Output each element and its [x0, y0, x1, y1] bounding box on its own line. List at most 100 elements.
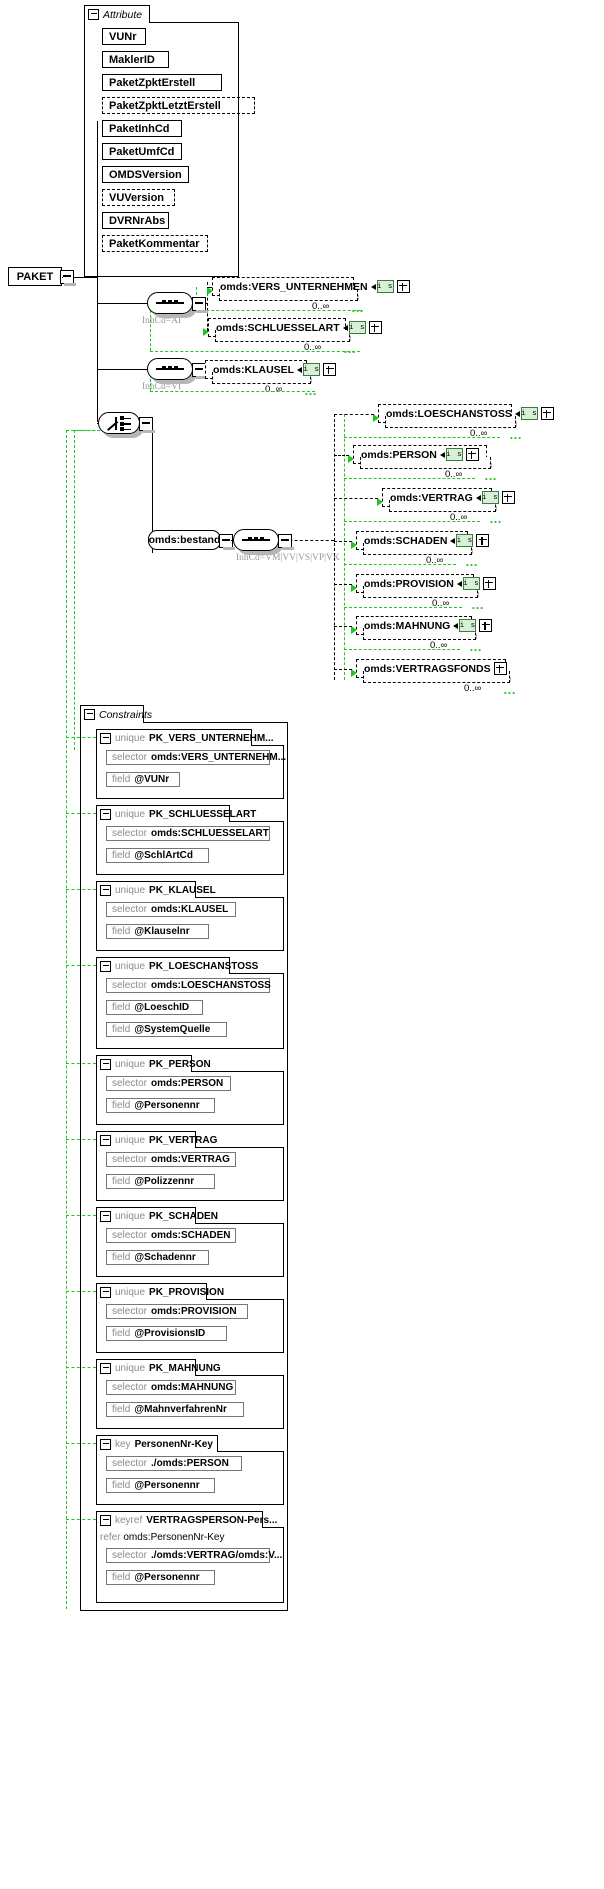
expand-plus-button[interactable]: [493, 662, 507, 675]
row-value: @Polizzennr: [134, 1176, 195, 1187]
is-badge: i s: [445, 448, 463, 461]
element-vertragsfonds[interactable]: omds:VERTRAGSFONDS: [356, 659, 511, 683]
row-label: field: [112, 1404, 131, 1415]
constraints-tab[interactable]: Constraints: [80, 705, 152, 723]
type-arrow-icon: [297, 366, 303, 373]
constraint-tab-7[interactable]: unique PK_PROVISION: [96, 1283, 224, 1300]
constraint-tab-6[interactable]: unique PK_SCHADEN: [96, 1207, 218, 1224]
refer-value: omds:PersonenNr-Key: [123, 1532, 225, 1543]
constraints-top-border: [144, 722, 288, 723]
constraint-block-7: [96, 1299, 284, 1353]
row-label: field: [112, 1572, 131, 1583]
expand-plus-button[interactable]: [501, 491, 515, 504]
element-person[interactable]: omds:PERSON i s: [353, 445, 492, 469]
expand-plus-button[interactable]: [465, 448, 479, 461]
expand-plus-button[interactable]: [323, 363, 337, 376]
green-marker-icon: [348, 455, 354, 463]
is-badge: i s: [462, 577, 480, 590]
connector: [207, 287, 213, 288]
occurrence-indicator: 0..∞: [304, 342, 322, 353]
row-label: field: [112, 1100, 131, 1111]
sequence-compositor-vi[interactable]: [147, 358, 208, 384]
connector: [97, 369, 147, 370]
attribute-label: PaketInhCd: [109, 122, 170, 135]
element-label: omds:PROVISION: [364, 577, 454, 590]
expand-plus-button[interactable]: [368, 321, 382, 334]
row-label: selector: [112, 1154, 148, 1165]
sequence-compositor-ai[interactable]: [147, 292, 208, 318]
element-mahnung[interactable]: omds:MAHNUNG i s: [356, 616, 493, 640]
collapse-minus-icon[interactable]: [100, 732, 111, 744]
row-value: omds:PROVISION: [151, 1306, 237, 1317]
choice-compositor[interactable]: [98, 412, 155, 438]
connector: [207, 282, 208, 332]
constraint-tab-9[interactable]: key PersonenNr-Key: [96, 1435, 219, 1452]
collapse-minus-icon[interactable]: [100, 1058, 111, 1070]
collapse-minus-icon[interactable]: [88, 9, 99, 20]
collapse-minus-icon[interactable]: [100, 1286, 111, 1298]
compositor-collapse-button[interactable]: [139, 417, 155, 433]
row-label: field: [112, 850, 131, 861]
type-arrow-icon: [475, 494, 481, 501]
green-dots: …: [489, 511, 503, 526]
expand-plus-button[interactable]: [476, 534, 490, 547]
constraint-tab-1[interactable]: unique PK_SCHLUESSELART: [96, 805, 256, 822]
root-element-paket[interactable]: PAKET: [8, 267, 65, 289]
row-value: omds:VERS_UNTERNEHM...: [151, 752, 287, 763]
constraint-tab-10[interactable]: keyref VERTRAGSPERSON-Pers...: [96, 1511, 277, 1528]
row-label: selector: [112, 1078, 148, 1089]
row-value: ./omds:PERSON: [151, 1458, 229, 1469]
element-vertrag[interactable]: omds:VERTRAG i s: [382, 488, 515, 512]
attribute-label: PaketUmfCd: [109, 145, 175, 158]
expand-plus-button[interactable]: [540, 407, 554, 420]
expand-plus-button[interactable]: [479, 619, 493, 632]
sequence-compositor-bestand[interactable]: [233, 529, 294, 555]
connector: [334, 498, 378, 499]
bestand-collapse-button[interactable]: [219, 534, 235, 550]
connector: [279, 540, 334, 541]
constraint-tab-5[interactable]: unique PK_VERTRAG: [96, 1131, 217, 1148]
element-vers-unternehmen[interactable]: omds:VERS_UNTERNEHMEN i s: [212, 277, 410, 301]
collapse-minus-icon[interactable]: [100, 1210, 111, 1222]
green-marker-icon: [351, 669, 357, 677]
collapse-minus-icon[interactable]: [100, 1362, 111, 1374]
element-label: omds:SCHADEN: [364, 534, 448, 547]
element-provision[interactable]: omds:PROVISION i s: [356, 574, 496, 598]
compositor-collapse-button[interactable]: [278, 534, 294, 550]
collapse-minus-icon[interactable]: [100, 1438, 111, 1450]
compositor-collapse-button[interactable]: [192, 297, 208, 313]
constraint-tab-2[interactable]: unique PK_KLAUSEL: [96, 881, 216, 898]
collapse-minus-icon[interactable]: [100, 1134, 111, 1146]
constraint-tab-3[interactable]: unique PK_LOESCHANSTOSS: [96, 957, 258, 974]
green-dots: …: [465, 554, 479, 569]
expand-plus-button[interactable]: [396, 280, 410, 293]
constraints-green-branch: [66, 430, 100, 431]
expand-plus-button[interactable]: [482, 577, 496, 590]
green-dots: …: [304, 383, 318, 398]
collapse-minus-icon[interactable]: [100, 1514, 111, 1526]
attribute-group-tab[interactable]: Attribute: [84, 5, 150, 23]
constraint-tab-8[interactable]: unique PK_MAHNUNG: [96, 1359, 221, 1376]
row-label: field: [112, 774, 131, 785]
constraint-name: PK_LOESCHANSTOSS: [149, 960, 259, 972]
collapse-minus-icon[interactable]: [100, 808, 111, 820]
element-schluesselart[interactable]: omds:SCHLUESSELART i s: [208, 318, 382, 342]
attribute-label: MaklerID: [109, 53, 155, 66]
green-dots: …: [471, 597, 485, 612]
constraint-tab-4[interactable]: unique PK_PERSON: [96, 1055, 211, 1072]
constraint-tab-0[interactable]: unique PK_VERS_UNTERNEHM...: [96, 729, 274, 746]
element-klausel[interactable]: omds:KLAUSEL i s: [205, 360, 337, 384]
constraint-row[interactable]: field @Personennr: [106, 1478, 217, 1495]
constraint-row[interactable]: field @Klauselnr: [106, 924, 211, 941]
compositor-collapse-button[interactable]: [192, 363, 208, 379]
element-schaden[interactable]: omds:SCHADEN i s: [356, 531, 490, 555]
type-arrow-icon: [514, 410, 520, 417]
element-loeschanstoss[interactable]: omds:LOESCHANSTOSS i s: [378, 404, 554, 428]
collapse-minus-icon[interactable]: [84, 709, 95, 720]
collapse-minus-icon[interactable]: [100, 960, 111, 972]
collapse-minus-icon[interactable]: [100, 884, 111, 896]
is-badge: i s: [348, 321, 366, 334]
constraint-name: PK_PERSON: [149, 1058, 211, 1070]
element-bestand[interactable]: omds:bestand: [148, 530, 224, 553]
row-value: @SystemQuelle: [134, 1024, 211, 1035]
